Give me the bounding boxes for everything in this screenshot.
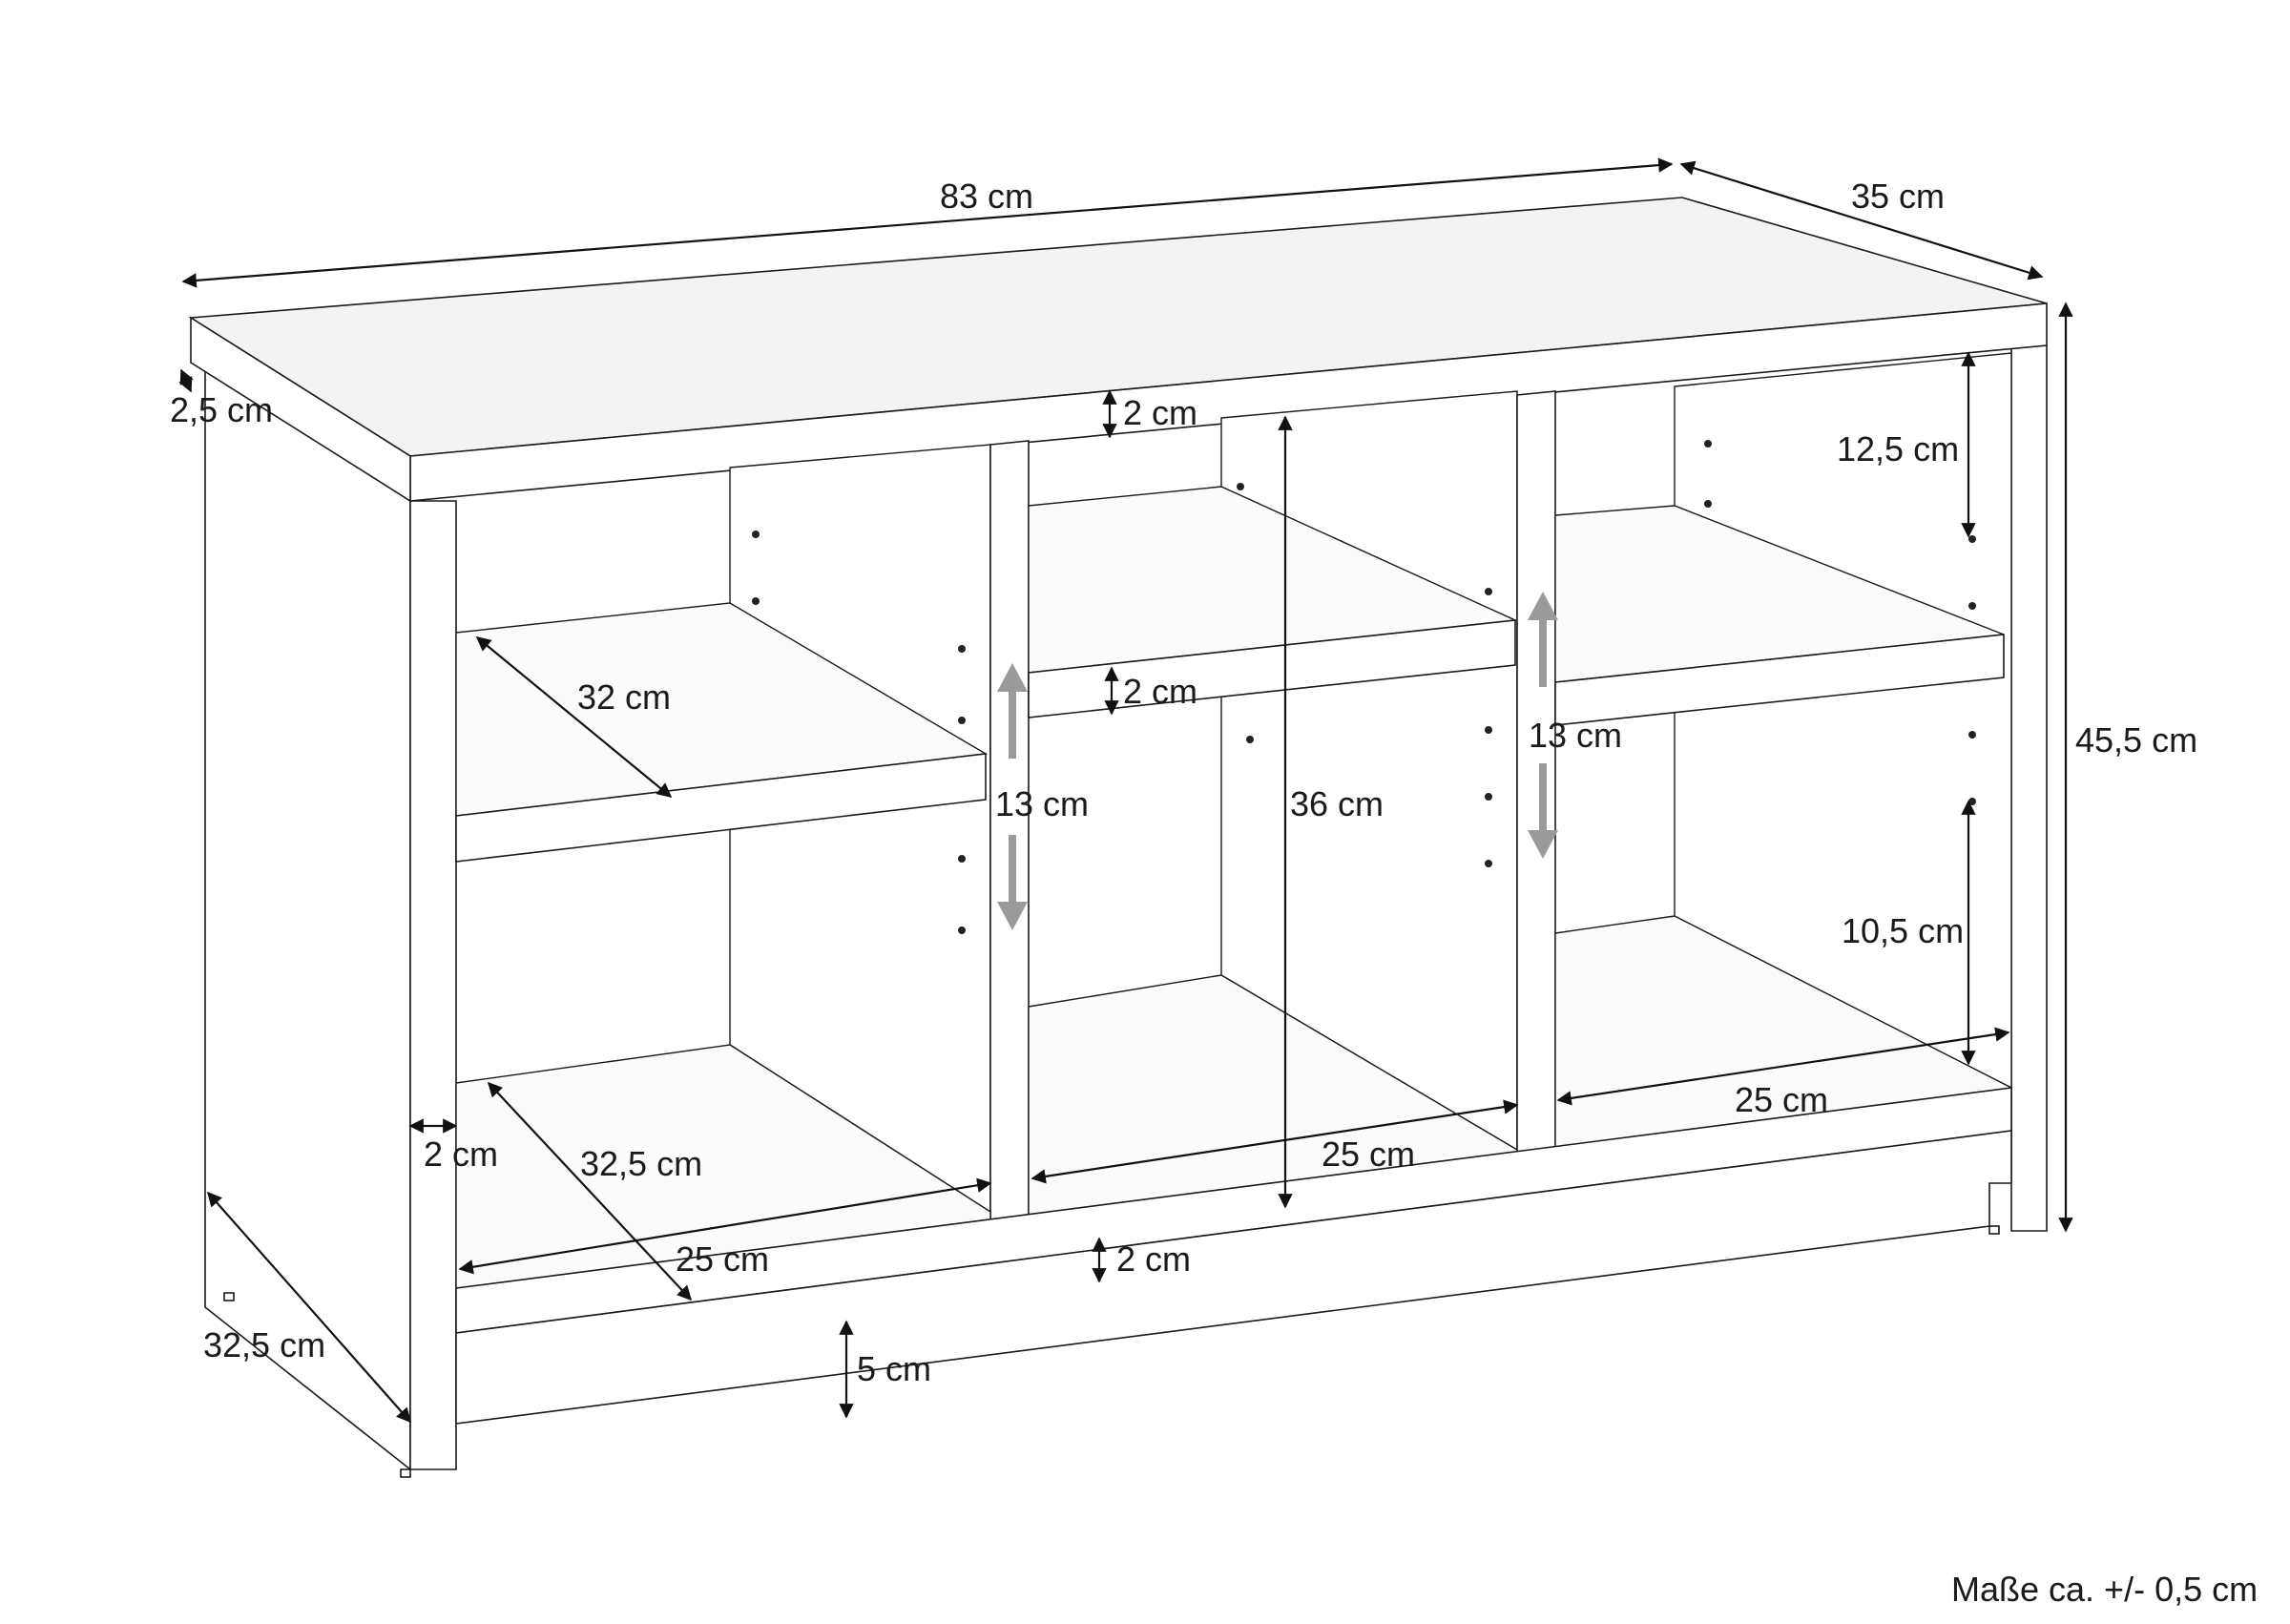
label-compartment-width-right: 25 cm <box>1735 1080 1828 1119</box>
dimension-labels: 83 cm 35 cm 45,5 cm 2,5 cm 32,5 cm 2 cm … <box>170 177 2258 1609</box>
foot-front-left <box>400 1468 411 1478</box>
shelf-adjust-arrow-middle <box>1528 592 1558 859</box>
label-shelf-adjust-left: 13 cm <box>995 784 1089 823</box>
label-plinth-height: 5 cm <box>857 1349 931 1388</box>
foot-front-right <box>1988 1225 2000 1235</box>
label-top-thickness: 2,5 cm <box>170 390 273 429</box>
divider-2-front-edge <box>1516 390 1556 1165</box>
dim-line-compartment-width-right <box>1556 1027 2010 1106</box>
label-upper-space-right: 12,5 cm <box>1837 429 1959 468</box>
right-side-front-edge <box>2010 344 2048 1232</box>
dim-line-side-depth <box>206 1191 412 1424</box>
label-lower-space-right: 10,5 cm <box>1842 911 1964 950</box>
dim-line-width <box>181 157 1674 288</box>
label-upper-gap: 2 cm <box>1123 393 1197 432</box>
label-side-depth: 32,5 cm <box>203 1325 325 1364</box>
label-shelf-thickness: 2 cm <box>1123 672 1197 711</box>
shelf-adjust-arrow-left <box>997 663 1028 930</box>
shelf-right-front <box>1554 634 2005 726</box>
left-side-front-edge <box>409 500 457 1470</box>
label-compartment-width-left: 25 cm <box>676 1239 769 1279</box>
cabinet <box>188 197 2048 1478</box>
label-shelf-depth: 32 cm <box>577 677 671 717</box>
label-bottom-board: 2 cm <box>1116 1239 1191 1279</box>
shelf-middle-front <box>1028 619 1516 718</box>
label-height: 45,5 cm <box>2075 720 2197 760</box>
label-shelf-adjust-middle: 13 cm <box>1529 716 1622 755</box>
label-compartment-width-middle: 25 cm <box>1322 1135 1415 1174</box>
top-board-left-edge <box>190 316 411 503</box>
dim-line-depth <box>1679 160 2044 281</box>
dim-line-compartment-width-left <box>458 1177 992 1275</box>
label-tolerance-note: Maße ca. +/- 0,5 cm <box>1951 1570 2258 1609</box>
label-inner-height: 36 cm <box>1290 784 1384 823</box>
dim-line-compartment-width-middle <box>1030 1099 1519 1184</box>
label-depth: 35 cm <box>1851 177 1945 216</box>
dim-line-top-thickness <box>178 368 194 393</box>
dim-line-shelf-depth <box>475 636 673 798</box>
dimension-lines <box>178 157 2073 1424</box>
label-width: 83 cm <box>940 177 1033 216</box>
label-compartment-depth: 32,5 cm <box>580 1144 702 1183</box>
shelf-left-front <box>455 753 987 863</box>
label-side-thickness: 2 cm <box>424 1135 498 1174</box>
